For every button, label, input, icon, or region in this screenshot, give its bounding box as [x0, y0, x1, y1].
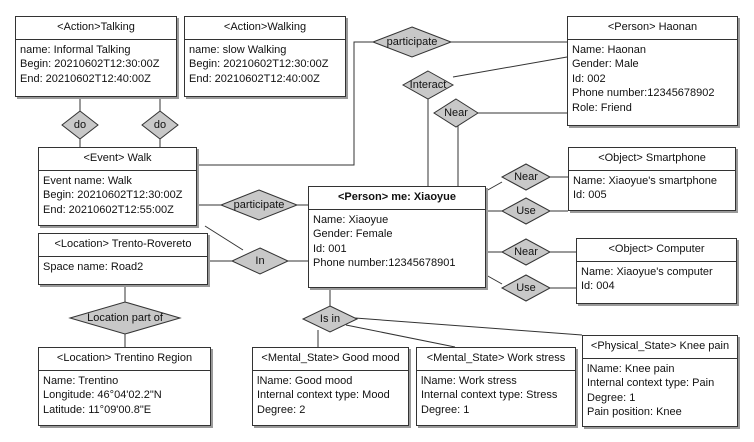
attribute: Id: 004: [581, 280, 615, 293]
walk-in-line: [204, 225, 244, 251]
attribute: lName: Work stress: [421, 374, 517, 387]
near-computer-diamond: [500, 238, 552, 266]
attribute: Degree: 2: [257, 403, 306, 416]
attribute: End: 20210602T12:40:00Z: [189, 72, 320, 85]
near-haonan-diamond: [433, 98, 479, 128]
attribute: name: slow Walking: [189, 43, 287, 56]
is-in-label: Is in: [319, 313, 341, 325]
attribute: Name: Xiaoyue's smartphone: [573, 174, 717, 187]
near-smartphone-label: Near: [514, 171, 538, 183]
attribute: Internal context type: Pain: [587, 377, 715, 390]
attribute: Name: Xiaoyue: [313, 213, 389, 226]
entity-title: <Mental_State> Good mood: [253, 348, 408, 371]
entity-event-walk: <Event> Walk Event name: Walk Begin: 202…: [38, 147, 197, 226]
entity-location-trento-rovereto: <Location> Trento-Rovereto Space name: R…: [38, 233, 208, 285]
use-computer-diamond: [500, 274, 552, 302]
entity-person-me-xiaoyue: <Person> me: Xiaoyue Name: Xiaoyue Gende…: [308, 186, 486, 288]
participate-diamond-mid: [219, 189, 299, 221]
entity-object-computer: <Object> Computer Name: Xiaoyue's comput…: [576, 238, 737, 304]
entity-location-trentino-region: <Location> Trentino Region Name: Trentin…: [38, 347, 211, 426]
use-smartphone-label: Use: [516, 205, 536, 217]
attribute: End: 20210602T12:55:00Z: [43, 203, 174, 216]
near-smartphone-diamond: [500, 163, 552, 191]
attribute: Space name: Road2: [43, 260, 144, 273]
attribute: Longitude: 46°04'02.2"N: [43, 389, 162, 402]
attribute: Name: Xiaoyue's computer: [581, 265, 713, 278]
attribute: lName: Knee pain: [587, 362, 675, 375]
attribute: lName: Good mood: [257, 374, 353, 387]
attribute: Degree: 1: [587, 391, 636, 404]
entity-title: <Event> Walk: [39, 148, 196, 171]
me-use-computer-line: [485, 274, 503, 285]
attribute: Phone number:12345678902: [572, 87, 715, 100]
use-computer-label: Use: [516, 282, 536, 294]
attribute: Role: Friend: [572, 101, 632, 114]
interact-label: Interact: [409, 79, 447, 91]
attribute: Id: 001: [313, 242, 347, 255]
walk-participate-line: [197, 41, 373, 166]
entity-title: <Mental_State> Work stress: [417, 348, 575, 371]
entity-mental-state-good-mood: <Mental_State> Good mood lName: Good moo…: [252, 347, 409, 426]
entity-title: <Location> Trento-Rovereto: [39, 234, 207, 257]
attribute: End: 20210602T12:40:00Z: [20, 72, 151, 85]
attribute: Begin: 20210602T12:30:00Z: [43, 189, 183, 202]
attribute: Internal context type: Stress: [421, 389, 558, 402]
attribute: Degree: 1: [421, 403, 470, 416]
isin-kneepain-line: [354, 317, 583, 336]
entity-title: <Object> Smartphone: [569, 148, 735, 171]
location-part-of-label: Location part of: [87, 312, 163, 324]
participate-label-mid: participate: [233, 199, 285, 211]
attribute: Latitude: 11°09'00.8"E: [43, 403, 152, 416]
near-haonan-label: Near: [444, 107, 468, 119]
entity-title: <Location> Trentino Region: [39, 348, 210, 371]
entity-physical-state-knee-pain: <Physical_State> Knee pain lName: Knee p…: [582, 335, 738, 427]
entity-mental-state-work-stress: <Mental_State> Work stress lName: Work s…: [416, 347, 576, 426]
attribute: Phone number:12345678901: [313, 257, 456, 270]
do-diamond-2: [141, 110, 179, 140]
entity-title: <Physical_State> Knee pain: [583, 336, 737, 359]
do-diamond-1: [61, 110, 99, 140]
do-label-2: do: [153, 119, 167, 131]
entity-title: <Person> Haonan: [568, 17, 737, 40]
participate-label-top: participate: [386, 36, 438, 48]
entity-object-smartphone: <Object> Smartphone Name: Xiaoyue's smar…: [568, 147, 736, 211]
interact-diamond: [401, 70, 455, 100]
me-near-smartphone-line: [485, 181, 503, 192]
attribute: Internal context type: Mood: [257, 389, 390, 402]
attribute: Event name: Walk: [43, 174, 132, 187]
entity-title: <Action>Talking: [16, 17, 176, 40]
interact-haonan-line: [452, 56, 568, 78]
attribute: Id: 002: [572, 72, 606, 85]
attribute: Gender: Female: [313, 228, 393, 241]
entity-action-talking: <Action>Talking name: Informal Talking B…: [15, 16, 177, 97]
attribute: Begin: 20210602T12:30:00Z: [20, 58, 160, 71]
attribute: Id: 005: [573, 189, 607, 202]
attribute: Pain position: Knee: [587, 406, 682, 419]
attribute: Gender: Male: [572, 58, 639, 71]
attribute: Name: Haonan: [572, 43, 646, 56]
entity-title: <Person> me: Xiaoyue: [309, 187, 485, 210]
participate-diamond-top: [371, 26, 453, 58]
entity-title: <Action>Walking: [185, 17, 345, 40]
is-in-diamond: [301, 305, 359, 333]
location-part-of-diamond: [68, 301, 182, 335]
entity-person-haonan: <Person> Haonan Name: Haonan Gender: Mal…: [567, 16, 738, 126]
attribute: name: Informal Talking: [20, 43, 131, 56]
use-smartphone-diamond: [500, 197, 552, 225]
entity-title: <Object> Computer: [577, 239, 736, 262]
in-label: In: [255, 255, 265, 267]
entity-action-walking: <Action>Walking name: slow Walking Begin…: [184, 16, 346, 97]
do-label-1: do: [73, 119, 87, 131]
near-computer-label: Near: [514, 246, 538, 258]
attribute: Name: Trentino: [43, 374, 119, 387]
attribute: Begin: 20210602T12:30:00Z: [189, 58, 329, 71]
in-diamond: [230, 247, 290, 275]
isin-workstress-line: [345, 324, 456, 348]
